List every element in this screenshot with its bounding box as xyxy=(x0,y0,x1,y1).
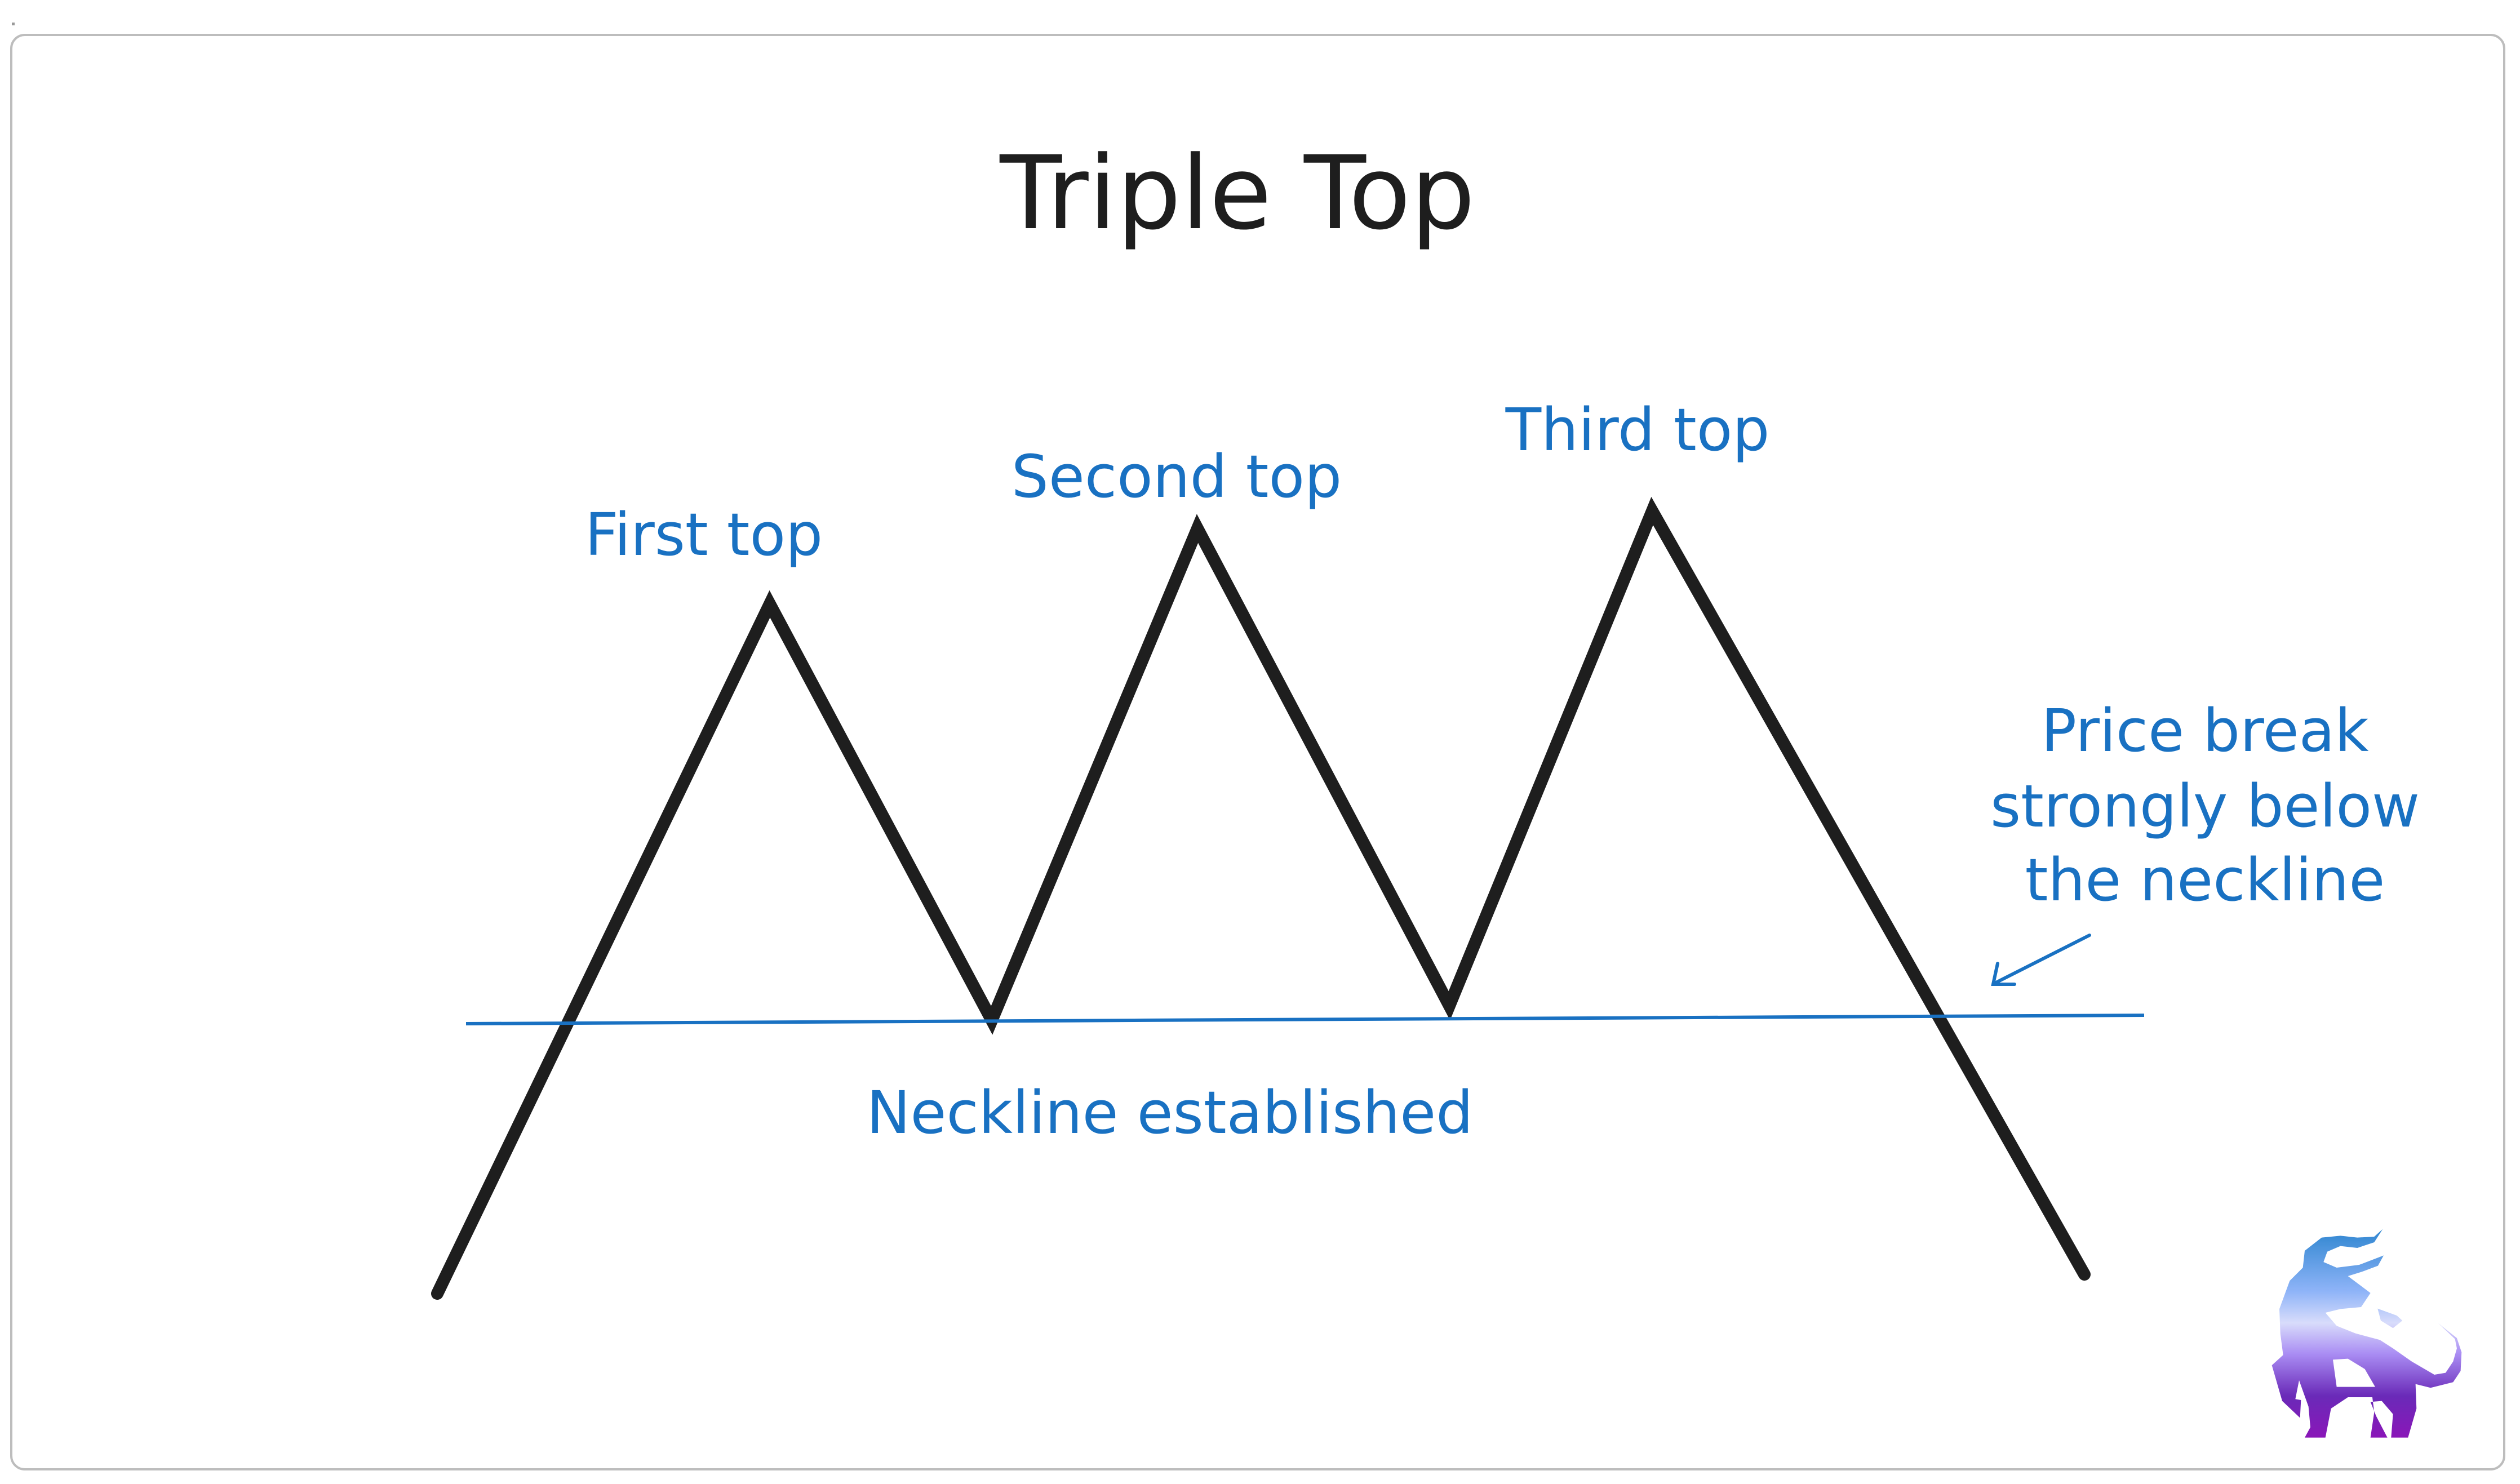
price-break-line-2: strongly below xyxy=(1990,772,2420,841)
third-top-label: Third top xyxy=(1505,396,1770,464)
bull-logo-icon xyxy=(2271,1229,2462,1438)
price-break-line-3: the neckline xyxy=(2025,846,2385,914)
arrow-icon xyxy=(1991,934,2091,986)
second-top-label: Second top xyxy=(1011,442,1342,511)
canvas-frame xyxy=(10,34,2505,1470)
corner-dot xyxy=(12,23,15,25)
diagram-title: Triple Top xyxy=(999,135,1475,252)
price-break-line-1: Price break xyxy=(2041,696,2368,765)
neckline-label: Neckline established xyxy=(867,1078,1474,1147)
neckline xyxy=(465,1014,2145,1025)
price-line xyxy=(431,496,2091,1300)
first-top-label: First top xyxy=(585,500,823,569)
